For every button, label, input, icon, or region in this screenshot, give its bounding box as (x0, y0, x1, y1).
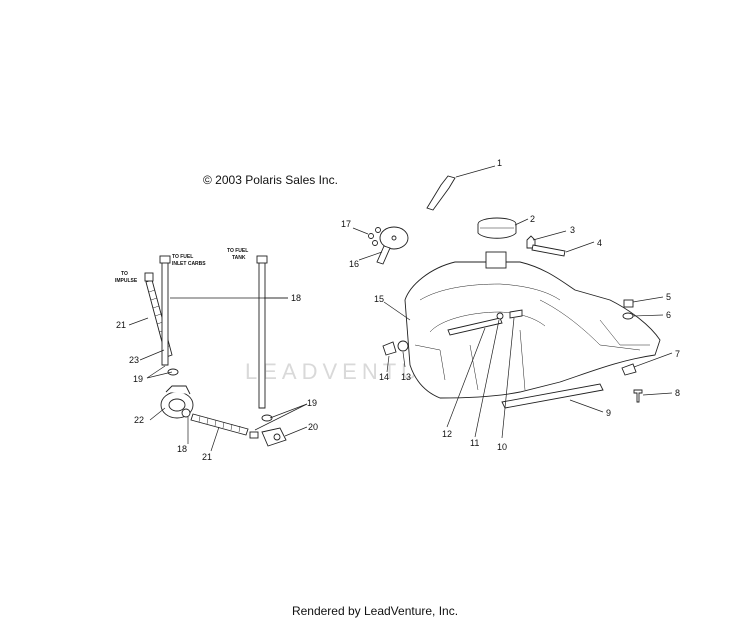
callout-17: 17 (341, 219, 351, 229)
hose-18-tank (258, 261, 266, 409)
hose-23-cap (159, 255, 171, 264)
bar-12 (447, 317, 503, 336)
note-fuel-tank-2: TANK (232, 255, 246, 261)
screw-8 (633, 389, 643, 403)
callout-2: 2 (530, 214, 535, 224)
leader-lines (128, 165, 673, 452)
callout-21-lower: 21 (202, 452, 212, 462)
footer-text: Rendered by LeadVenture, Inc. (291, 604, 459, 618)
note-fuel-inlet-1: TO FUEL (172, 254, 193, 260)
copyright-text: © 2003 Polaris Sales Inc. (203, 173, 338, 187)
hose-18-cap (256, 255, 268, 264)
callout-5: 5 (666, 292, 671, 302)
note-to-impulse-1: TO (121, 271, 128, 277)
callout-1: 1 (497, 158, 502, 168)
clamp-19-left (167, 368, 179, 376)
hose-23 (161, 261, 169, 366)
fuel-cap (477, 217, 517, 239)
callout-19-left: 19 (133, 374, 143, 384)
vent-hose (531, 244, 566, 257)
fuel-tank (404, 251, 661, 399)
callout-labels: 1 2 3 4 5 6 7 8 9 10 11 12 13 14 15 16 1… (116, 158, 680, 462)
callout-12: 12 (442, 429, 452, 439)
hose-21-lower (190, 413, 249, 436)
strap-9 (501, 383, 604, 409)
callout-19: 19 (307, 398, 317, 408)
callout-4: 4 (597, 238, 602, 248)
callout-8: 8 (675, 388, 680, 398)
fitting-11 (496, 312, 504, 320)
pad-7 (621, 363, 637, 376)
callout-14: 14 (379, 372, 389, 382)
callout-18: 18 (291, 293, 301, 303)
part-1-rod (426, 175, 456, 211)
clamp-19-right (261, 414, 273, 422)
nut-5 (623, 299, 634, 308)
callout-22: 22 (134, 415, 144, 425)
fitting-14 (382, 341, 397, 356)
fuel-sender (376, 226, 409, 265)
screws-17 (368, 227, 381, 246)
hose-end (144, 272, 154, 282)
callout-23: 23 (129, 355, 139, 365)
callout-9: 9 (606, 408, 611, 418)
note-fuel-inlet-2: INLET CARBS (172, 261, 206, 267)
callout-15: 15 (374, 294, 384, 304)
fitting-18 (181, 408, 191, 418)
callout-21: 21 (116, 320, 126, 330)
callout-13: 13 (401, 372, 411, 382)
callout-3: 3 (570, 225, 575, 235)
callout-20: 20 (308, 422, 318, 432)
bracket-10 (509, 309, 523, 319)
filler-neck (485, 251, 507, 269)
callout-10: 10 (497, 442, 507, 452)
callout-18-lower: 18 (177, 444, 187, 454)
note-fuel-tank-1: TO FUEL (227, 248, 248, 254)
note-to-impulse-2: IMPULSE (115, 278, 138, 284)
callout-11: 11 (470, 438, 479, 448)
grommet-13 (397, 340, 409, 352)
petcock-20 (249, 427, 287, 447)
callout-6: 6 (666, 310, 671, 320)
washer-6 (622, 312, 634, 320)
callout-7: 7 (675, 349, 680, 359)
callout-16: 16 (349, 259, 359, 269)
